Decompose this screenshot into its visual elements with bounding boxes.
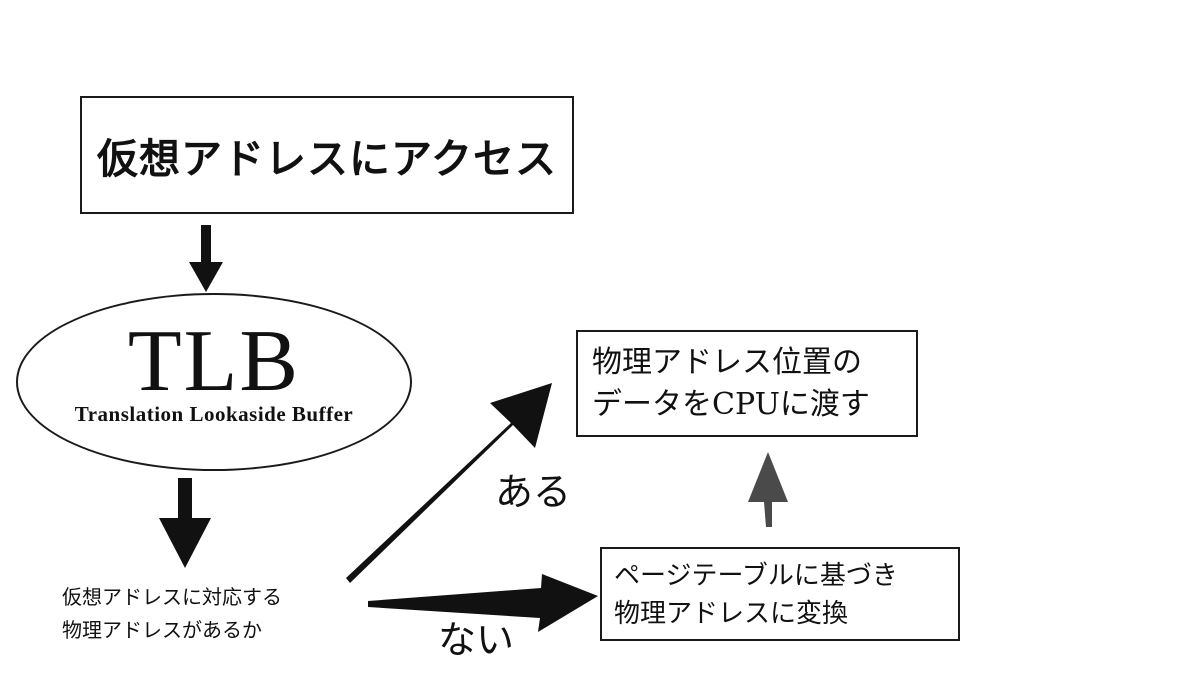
access-box: 仮想アドレスにアクセス (80, 96, 574, 214)
tlb-subtitle: Translation Lookaside Buffer (74, 402, 354, 426)
no-label: ない (438, 618, 515, 662)
physical-box: 物理アドレス位置の データをCPUに渡す (576, 330, 918, 437)
question-line-2: 物理アドレスがあるか (62, 618, 262, 642)
tlb-ellipse (16, 293, 412, 471)
question-text: 仮想アドレスに対応する 物理アドレスがあるか (62, 581, 282, 647)
physical-line-2: データをCPUに渡す (592, 387, 870, 422)
arrow-no-to-pagetable (368, 574, 598, 632)
pagetable-line-2: 物理アドレスに変換 (614, 599, 849, 629)
arrow-pagetable-to-physical (748, 452, 788, 527)
arrow-tlb-to-question (159, 478, 211, 568)
pagetable-line-1: ページテーブルに基づき (614, 561, 898, 591)
access-label: 仮想アドレスにアクセス (97, 135, 557, 183)
arrow-access-to-tlb (189, 225, 223, 292)
pagetable-box: ページテーブルに基づき 物理アドレスに変換 (600, 547, 960, 641)
physical-line-1: 物理アドレス位置の (592, 345, 862, 380)
yes-label: ある (495, 470, 572, 514)
tlb-title: TLB (127, 313, 301, 410)
question-line-1: 仮想アドレスに対応する (62, 585, 282, 609)
arrow-yes-to-physical (346, 383, 552, 583)
